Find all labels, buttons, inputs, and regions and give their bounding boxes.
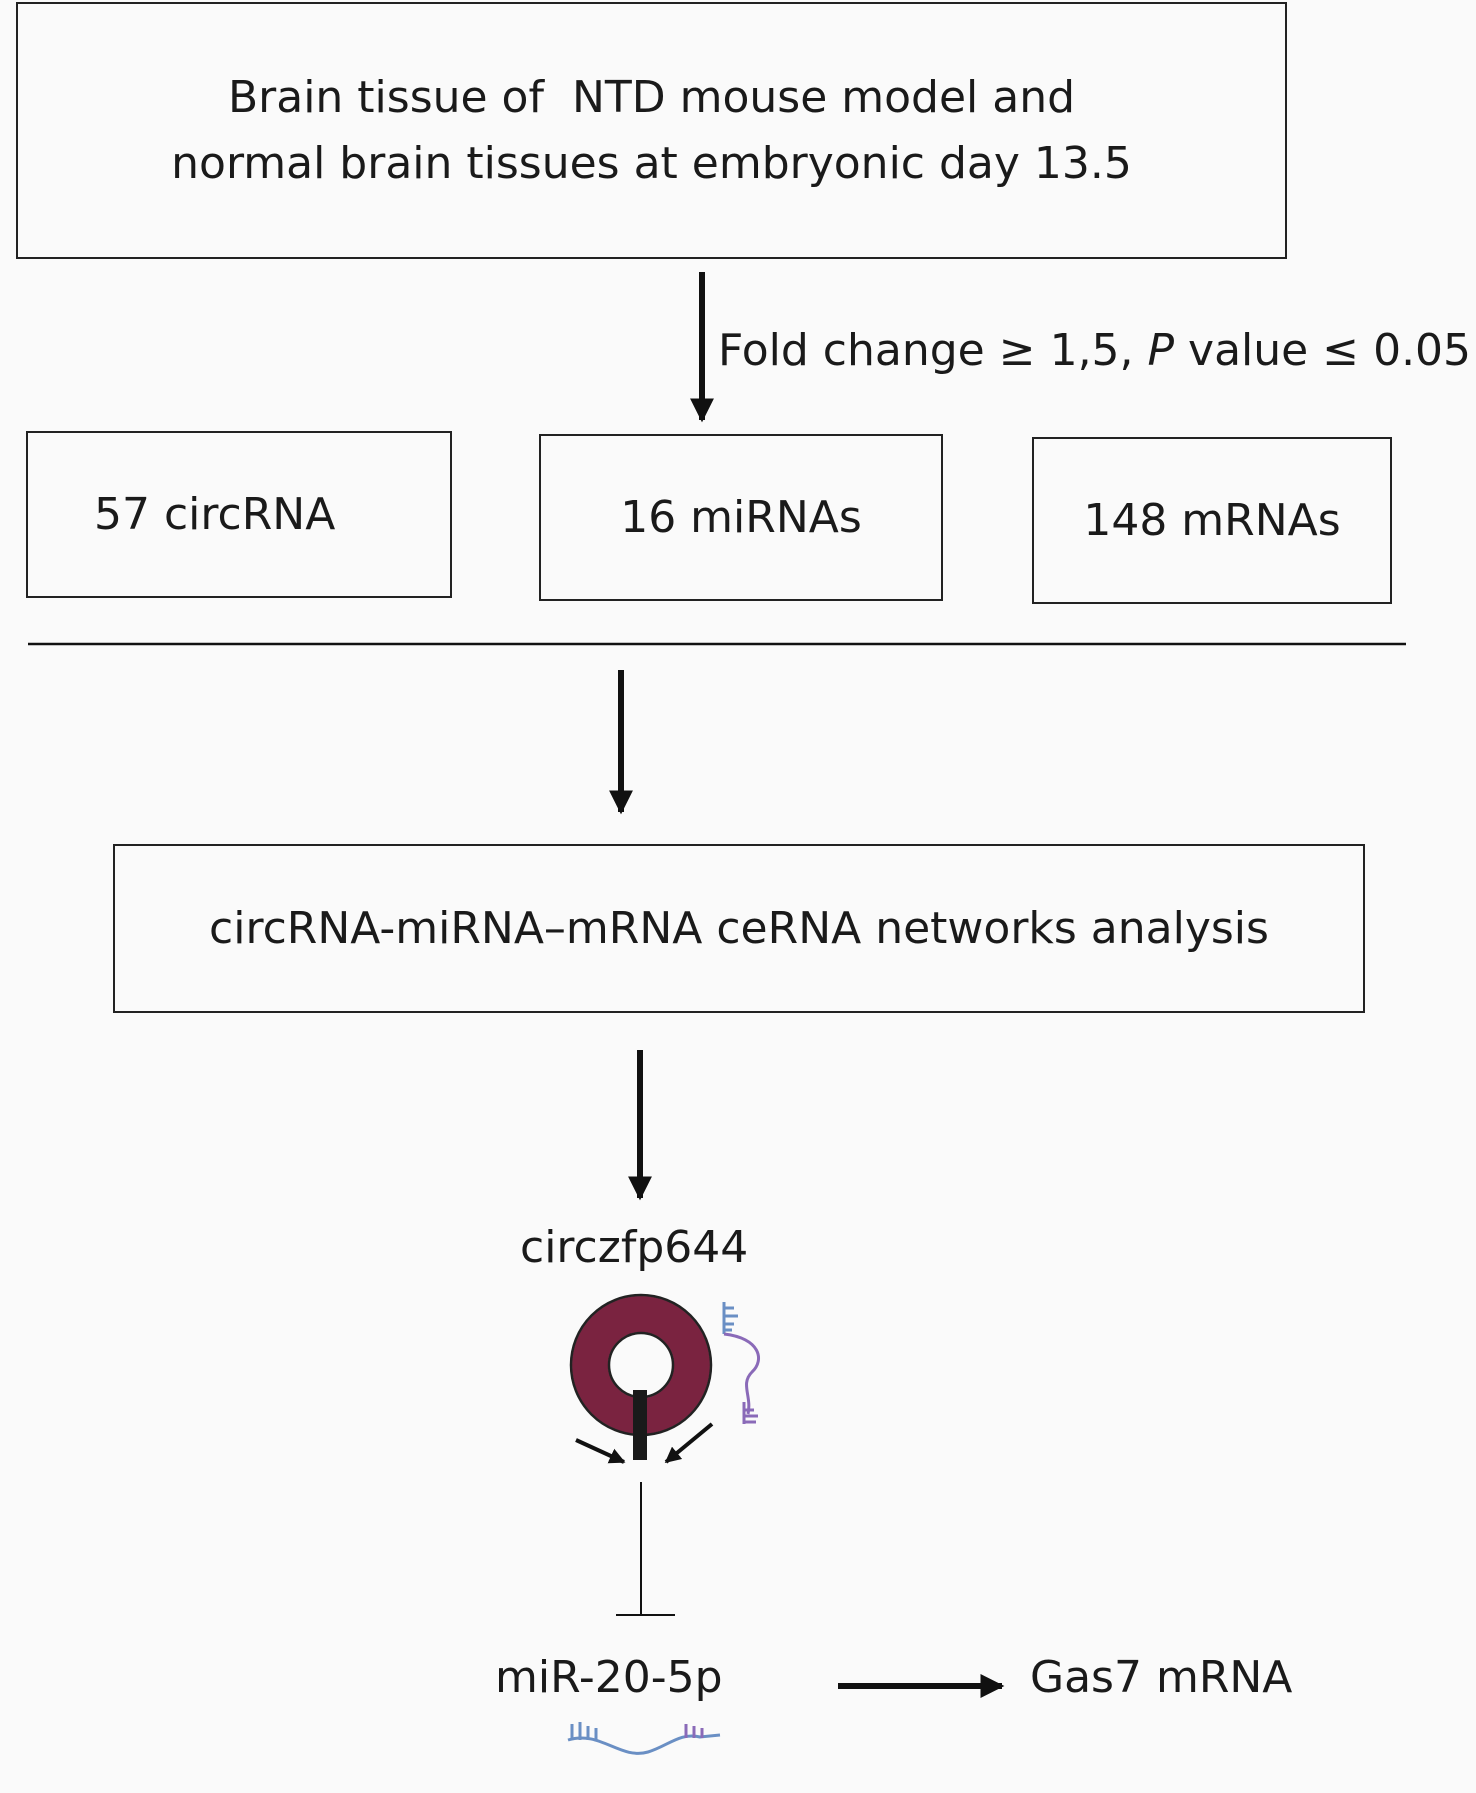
source-tissue-box: Brain tissue of NTD mouse model and norm… bbox=[16, 2, 1287, 259]
filter-criteria-label: Fold change ≥ 1,5, P value ≤ 0.05 bbox=[718, 325, 1471, 376]
left-converging-arrow bbox=[575, 1438, 626, 1464]
circzfp644-label: circzfp644 bbox=[520, 1222, 749, 1273]
circrna-count-label: 57 circRNA bbox=[94, 489, 336, 540]
mirna-count-label: 16 miRNAs bbox=[620, 492, 862, 543]
source-tissue-line-1: Brain tissue of NTD mouse model and bbox=[227, 71, 1076, 123]
circrna-ring-icon bbox=[569, 1293, 713, 1460]
filter-p-italic: P bbox=[1147, 325, 1175, 376]
mirna-count-box: 16 miRNAs bbox=[539, 434, 943, 601]
mrna-count-box: 148 mRNAs bbox=[1032, 437, 1392, 604]
filter-suffix: value ≤ 0.05 bbox=[1174, 325, 1472, 376]
cerna-analysis-box: circRNA-miRNA–mRNA ceRNA networks analys… bbox=[113, 844, 1365, 1013]
circrna-count-box: 57 circRNA bbox=[26, 431, 452, 598]
gas7-mrna-label: Gas7 mRNA bbox=[1030, 1652, 1293, 1703]
mrna-count-label: 148 mRNAs bbox=[1083, 495, 1341, 546]
mir-strand-icon bbox=[567, 1722, 721, 1755]
filter-prefix: Fold change ≥ 1,5, bbox=[718, 325, 1148, 376]
inhibition-tbar bbox=[616, 1482, 675, 1616]
right-converging-arrow bbox=[664, 1422, 714, 1464]
mirna-strand-icon bbox=[722, 1302, 761, 1424]
source-tissue-line-2: normal brain tissues at embryonic day 13… bbox=[171, 137, 1132, 189]
cerna-analysis-label: circRNA-miRNA–mRNA ceRNA networks analys… bbox=[209, 903, 1269, 954]
mir-20-5p-label: miR-20-5p bbox=[495, 1652, 723, 1703]
